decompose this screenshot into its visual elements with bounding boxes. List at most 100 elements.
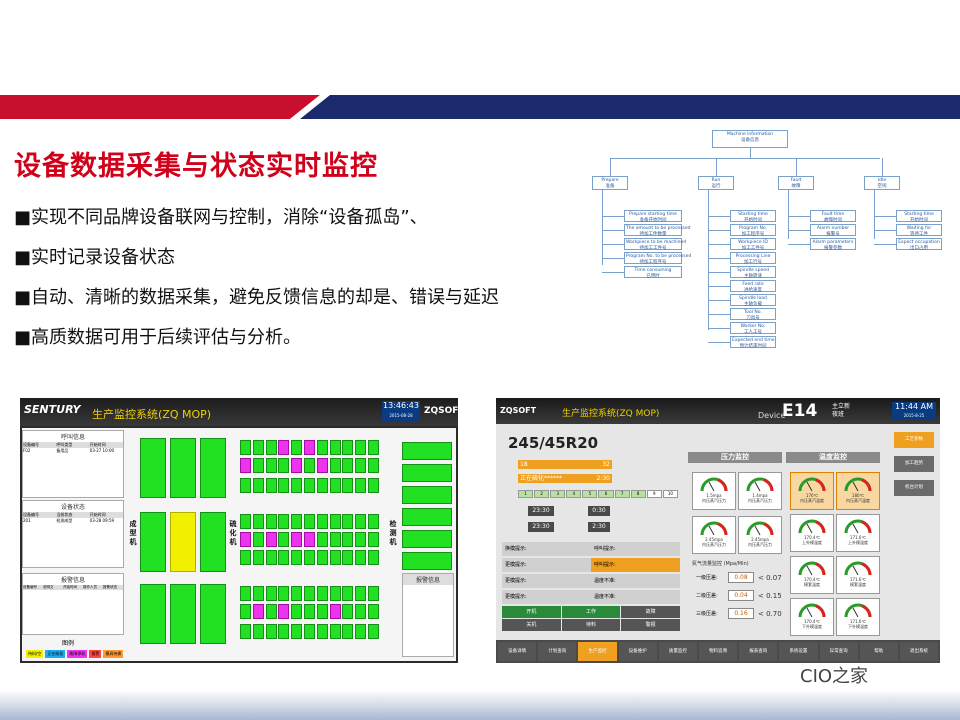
curing-machine-cell[interactable] [265, 624, 277, 639]
curing-machine-cell[interactable] [329, 440, 341, 455]
inspection-machine-cell[interactable] [402, 552, 452, 570]
curing-machine-cell[interactable] [265, 440, 277, 455]
curing-machine-cell[interactable] [291, 458, 303, 473]
curing-machine-cell[interactable] [278, 550, 290, 565]
inspection-machine-cell[interactable] [402, 486, 452, 504]
curing-machine-cell[interactable] [355, 550, 367, 565]
state-button[interactable]: 警报 [621, 619, 680, 631]
curing-machine-cell[interactable] [278, 624, 290, 639]
curing-machine-cell[interactable] [316, 550, 328, 565]
side-nav-button[interactable]: 加工趋势 [894, 456, 934, 472]
curing-machine-cell[interactable] [240, 478, 251, 493]
curing-machine-cell[interactable] [252, 532, 264, 547]
forming-machine-cell[interactable] [170, 512, 196, 572]
bottom-nav-button[interactable]: 设备维护 [618, 642, 657, 661]
curing-machine-cell[interactable] [278, 514, 290, 529]
curing-machine-cell[interactable] [316, 478, 328, 493]
state-button[interactable]: 工作 [561, 606, 621, 618]
curing-machine-cell[interactable] [304, 586, 315, 601]
curing-machine-cell[interactable] [240, 604, 251, 619]
bottom-nav-button[interactable]: 计划查询 [538, 642, 577, 661]
curing-machine-cell[interactable] [304, 478, 315, 493]
curing-machine-cell[interactable] [368, 478, 379, 493]
curing-machine-cell[interactable] [304, 550, 315, 565]
curing-machine-cell[interactable] [240, 624, 251, 639]
bottom-nav-button[interactable]: 系统设置 [779, 642, 818, 661]
curing-machine-cell[interactable] [329, 604, 341, 619]
curing-machine-cell[interactable] [316, 440, 328, 455]
bottom-nav-button[interactable]: 设备详情 [498, 642, 537, 661]
curing-machine-cell[interactable] [355, 514, 367, 529]
curing-machine-cell[interactable] [291, 532, 303, 547]
curing-machine-cell[interactable] [265, 514, 277, 529]
curing-machine-cell[interactable] [252, 624, 264, 639]
curing-machine-cell[interactable] [368, 624, 379, 639]
curing-machine-cell[interactable] [355, 478, 367, 493]
bottom-nav-button[interactable]: 物料追溯 [698, 642, 738, 661]
curing-machine-cell[interactable] [265, 458, 277, 473]
curing-machine-cell[interactable] [342, 478, 354, 493]
curing-machine-cell[interactable] [368, 514, 379, 529]
inspection-machine-cell[interactable] [402, 464, 452, 482]
state-button[interactable]: 故障 [621, 606, 680, 618]
curing-machine-cell[interactable] [304, 458, 315, 473]
curing-machine-cell[interactable] [291, 586, 303, 601]
curing-machine-cell[interactable] [329, 624, 341, 639]
curing-machine-cell[interactable] [252, 478, 264, 493]
curing-machine-cell[interactable] [329, 478, 341, 493]
curing-machine-cell[interactable] [278, 478, 290, 493]
bottom-nav-button[interactable]: 质量监控 [658, 642, 697, 661]
curing-machine-cell[interactable] [291, 440, 303, 455]
curing-machine-cell[interactable] [240, 532, 251, 547]
forming-machine-cell[interactable] [140, 512, 166, 572]
forming-machine-cell[interactable] [200, 512, 226, 572]
state-button[interactable]: 关机 [502, 619, 561, 631]
curing-machine-cell[interactable] [368, 458, 379, 473]
curing-machine-cell[interactable] [291, 478, 303, 493]
curing-machine-cell[interactable] [278, 532, 290, 547]
bottom-nav-button[interactable]: 异常查询 [819, 642, 858, 661]
curing-machine-cell[interactable] [355, 458, 367, 473]
curing-machine-cell[interactable] [342, 458, 354, 473]
forming-machine-cell[interactable] [140, 438, 166, 498]
curing-machine-cell[interactable] [304, 604, 315, 619]
state-button[interactable]: 待料 [561, 619, 621, 631]
curing-machine-cell[interactable] [265, 586, 277, 601]
curing-machine-cell[interactable] [304, 532, 315, 547]
curing-machine-cell[interactable] [355, 604, 367, 619]
bottom-nav-button[interactable]: 退出系统 [899, 642, 939, 661]
forming-machine-cell[interactable] [170, 584, 196, 644]
curing-machine-cell[interactable] [342, 604, 354, 619]
curing-machine-cell[interactable] [240, 550, 251, 565]
forming-machine-cell[interactable] [200, 438, 226, 498]
inspection-machine-cell[interactable] [402, 508, 452, 526]
curing-machine-cell[interactable] [304, 514, 315, 529]
curing-machine-cell[interactable] [355, 624, 367, 639]
curing-machine-cell[interactable] [329, 458, 341, 473]
side-nav-button[interactable]: 工艺参数 [894, 432, 934, 448]
curing-machine-cell[interactable] [342, 440, 354, 455]
curing-machine-cell[interactable] [316, 586, 328, 601]
curing-machine-cell[interactable] [265, 550, 277, 565]
curing-machine-cell[interactable] [291, 604, 303, 619]
curing-machine-cell[interactable] [316, 604, 328, 619]
curing-machine-cell[interactable] [252, 458, 264, 473]
curing-machine-cell[interactable] [355, 586, 367, 601]
curing-machine-cell[interactable] [329, 586, 341, 601]
curing-machine-cell[interactable] [278, 586, 290, 601]
curing-machine-cell[interactable] [265, 478, 277, 493]
curing-machine-cell[interactable] [304, 440, 315, 455]
curing-machine-cell[interactable] [252, 514, 264, 529]
curing-machine-cell[interactable] [252, 550, 264, 565]
forming-machine-cell[interactable] [170, 438, 196, 498]
bottom-nav-button[interactable]: 帮助 [859, 642, 898, 661]
curing-machine-cell[interactable] [240, 586, 251, 601]
table-row[interactable]: 201 检测成型 03-28 09:59 [23, 518, 123, 524]
curing-machine-cell[interactable] [316, 514, 328, 529]
curing-machine-cell[interactable] [278, 440, 290, 455]
side-nav-button[interactable]: 机台计划 [894, 480, 934, 496]
curing-machine-cell[interactable] [342, 514, 354, 529]
curing-machine-cell[interactable] [316, 532, 328, 547]
curing-machine-cell[interactable] [316, 624, 328, 639]
curing-machine-cell[interactable] [368, 440, 379, 455]
